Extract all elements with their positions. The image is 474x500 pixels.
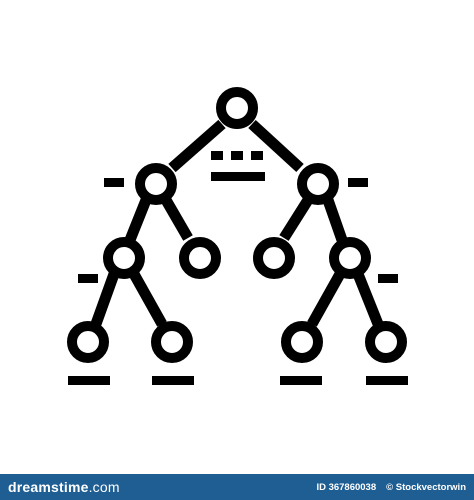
image-id: ID 367860038	[316, 481, 377, 493]
dash-mark	[231, 151, 243, 160]
tree-node	[329, 237, 371, 279]
tree-edge	[307, 271, 345, 327]
dash-mark	[211, 151, 223, 160]
tree-node	[253, 237, 295, 279]
dash-mark	[251, 151, 263, 160]
footer-bar: dreamstime.com ID 367860038 © Stockvecto…	[0, 474, 474, 500]
tree-node	[135, 163, 177, 205]
tree-edge	[129, 271, 167, 327]
tree-node	[103, 237, 145, 279]
tree-edge	[168, 119, 226, 173]
label-bar	[152, 376, 194, 385]
footer-meta: ID 367860038 © Stockvectorwin	[316, 482, 466, 493]
tree-node-leaf	[281, 321, 323, 363]
tree-edge	[279, 197, 313, 241]
label-bar	[280, 376, 322, 385]
logo-main: dreamstime	[8, 479, 89, 495]
tree-node	[297, 163, 339, 205]
tree-node-leaf	[151, 321, 193, 363]
tree-edge	[248, 119, 304, 173]
tree-node-leaf	[365, 321, 407, 363]
label-bar	[68, 376, 110, 385]
dash-mark	[78, 274, 98, 283]
logo-tld: .com	[88, 479, 120, 495]
tree-edge	[322, 198, 348, 242]
label-bar	[211, 172, 265, 181]
tree-node	[179, 237, 221, 279]
dash-mark	[348, 178, 368, 187]
dash-mark	[378, 274, 398, 283]
tree-node-root	[216, 87, 258, 129]
tree-edge	[124, 197, 152, 243]
tree-edge	[352, 271, 384, 327]
decision-tree-icon	[67, 87, 408, 385]
tree-edge	[90, 272, 120, 326]
dash-mark	[104, 178, 124, 187]
author-credit: © Stockvectorwin	[386, 481, 466, 493]
dreamstime-logo: dreamstime.com	[8, 479, 120, 495]
tree-edge	[161, 197, 193, 241]
label-bar	[366, 376, 408, 385]
tree-node-leaf	[67, 321, 109, 363]
